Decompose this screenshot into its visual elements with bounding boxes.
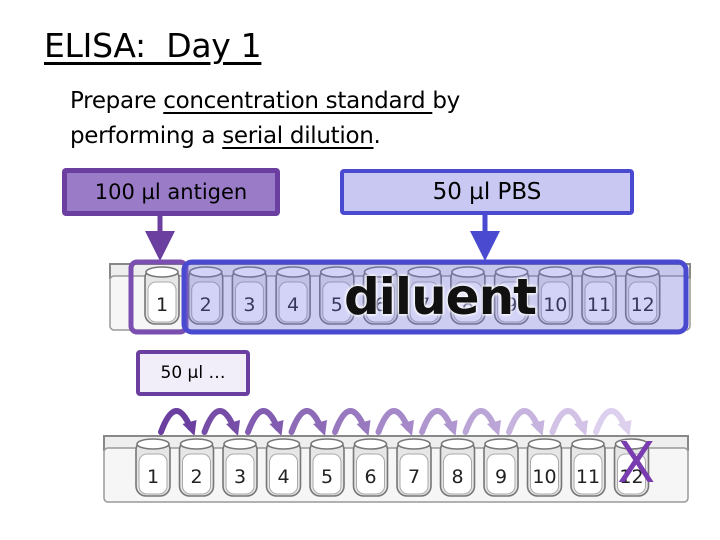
well-label: 11 xyxy=(587,294,611,316)
slide-subtitle: Prepare concentration standard by perfor… xyxy=(70,84,460,154)
well-label: 10 xyxy=(543,294,567,316)
well-3: 3 xyxy=(231,266,268,325)
subtitle-text-2: by xyxy=(432,88,460,114)
well-label: 4 xyxy=(277,466,289,488)
well-label: 3 xyxy=(234,466,246,488)
well-label: 7 xyxy=(418,294,430,316)
well-1: 1 xyxy=(144,266,180,325)
discard-mark: X xyxy=(617,431,656,496)
diluent-label: diluent xyxy=(344,268,537,326)
well-12: 12 xyxy=(613,438,650,497)
transfer-arrow xyxy=(288,408,327,436)
transfer-arrow xyxy=(245,408,284,436)
well-3: 3 xyxy=(222,438,258,497)
well-label: 9 xyxy=(495,466,507,488)
well-12: 12 xyxy=(624,266,661,325)
well-label: 4 xyxy=(287,294,299,316)
well-9: 9 xyxy=(483,438,519,497)
transfer-arrow xyxy=(549,408,588,436)
well-7: 7 xyxy=(406,266,443,325)
well-5: 5 xyxy=(309,438,345,497)
subtitle-text-3: performing a xyxy=(70,123,223,149)
well-4: 4 xyxy=(275,266,311,325)
well-4: 4 xyxy=(265,438,302,497)
transfer-arrows xyxy=(158,408,632,436)
well-label: 8 xyxy=(462,294,474,316)
well-2: 2 xyxy=(187,266,224,325)
well-1: 1 xyxy=(135,438,171,497)
well-label: 12 xyxy=(619,466,643,488)
transfer-box: 50 µl … xyxy=(136,350,250,396)
well-label: 5 xyxy=(331,294,343,316)
well-label: 11 xyxy=(576,466,600,488)
well-label: 6 xyxy=(364,466,376,488)
well-label: 2 xyxy=(200,294,212,316)
well-label: 3 xyxy=(243,294,255,316)
transfer-arrow xyxy=(158,408,197,436)
well-10: 10 xyxy=(537,266,574,325)
well-label: 5 xyxy=(321,466,333,488)
transfer-arrow xyxy=(332,408,371,436)
well-label: 10 xyxy=(532,466,556,488)
subtitle-period: . xyxy=(373,123,381,149)
diluent-wells-highlight xyxy=(181,259,689,335)
well-label: 6 xyxy=(374,294,386,316)
well-6: 6 xyxy=(352,438,389,497)
transfer-arrow xyxy=(375,408,414,436)
well-8: 8 xyxy=(439,438,476,497)
transfer-arrow xyxy=(506,408,545,436)
well-7: 7 xyxy=(396,438,432,497)
transfer-arrow xyxy=(419,408,458,436)
well-label: 1 xyxy=(156,294,168,316)
well-6: 6 xyxy=(362,266,399,325)
well-label: 12 xyxy=(631,294,655,316)
well-2: 2 xyxy=(178,438,215,497)
transfer-arrow xyxy=(201,408,240,436)
well-10: 10 xyxy=(526,438,563,497)
well-11: 11 xyxy=(570,438,606,497)
well-9: 9 xyxy=(493,266,530,325)
well-11: 11 xyxy=(581,266,617,325)
well-8: 8 xyxy=(450,266,486,325)
transfer-arrow xyxy=(462,408,501,436)
subtitle-text-1: Prepare xyxy=(70,88,164,114)
well-label: 1 xyxy=(147,466,159,488)
transfer-arrow xyxy=(593,408,632,436)
well-label: 2 xyxy=(190,466,202,488)
subtitle-term-concentration-standard: concentration standard xyxy=(163,88,433,114)
well-5: 5 xyxy=(318,266,355,325)
well-label: 9 xyxy=(506,294,518,316)
well-label: 8 xyxy=(451,466,463,488)
antigen-box: 100 µl antigen xyxy=(62,168,280,216)
pbs-box: 50 µl PBS xyxy=(340,169,634,215)
slide-title: ELISA: Day 1 xyxy=(44,26,262,65)
subtitle-term-serial-dilution: serial dilution xyxy=(222,123,374,149)
well-label: 7 xyxy=(408,466,420,488)
